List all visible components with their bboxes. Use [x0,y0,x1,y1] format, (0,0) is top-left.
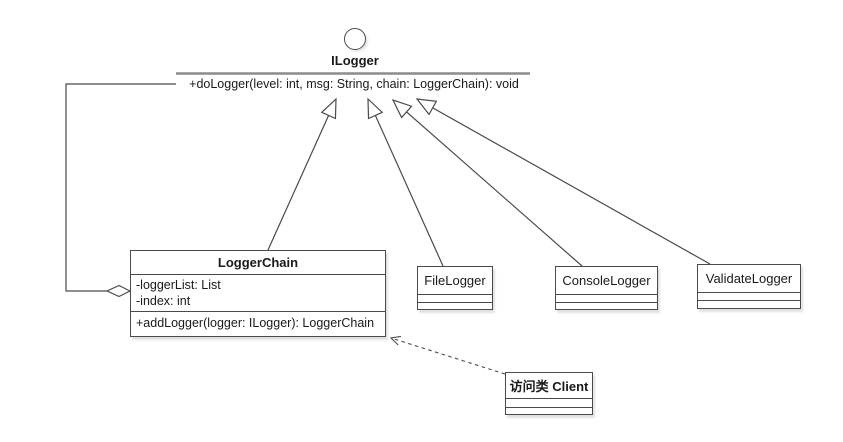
dependency-line-client [389,335,506,375]
class-title-validatelogger: ValidateLogger [705,271,793,286]
aggregation-diamond [105,284,132,298]
class-title-consolelogger: ConsoleLogger [562,273,651,288]
class-title-filelogger: FileLogger [424,273,486,288]
methods-compartment-filelogger [418,302,492,309]
methods-compartment-validatelogger [698,300,800,308]
attributes-compartment-filelogger [418,294,492,302]
class-box-loggerchain: LoggerChain -loggerList: List -index: in… [130,250,386,337]
attributes-compartment-client [506,398,592,407]
class-box-validatelogger: ValidateLogger [697,264,801,309]
attributes-compartment-consolelogger [556,294,657,302]
methods-compartment-client [506,407,592,414]
realization-line-validatelogger [415,98,711,265]
attribute-index: -index: int [136,294,191,308]
attributes-compartment-loggerchain: -loggerList: List -index: int [131,274,385,311]
methods-compartment-loggerchain: +addLogger(logger: ILogger): LoggerChain [131,311,385,336]
ilogger-interface-name: ILogger [331,53,379,68]
class-box-filelogger: FileLogger [417,266,493,310]
aggregation-line [65,83,176,292]
realization-line-consolelogger [391,98,583,267]
realization-line-filelogger [367,97,444,267]
ilogger-interface-circle [344,28,366,50]
attributes-compartment-validatelogger [698,292,800,300]
class-box-consolelogger: ConsoleLogger [555,266,658,310]
class-box-client: 访问类 Client [505,372,593,415]
realization-line-loggerchain [267,97,337,251]
ilogger-operation-signature: +doLogger(level: int, msg: String, chain… [189,77,519,91]
attribute-loggerlist: -loggerList: List [136,278,221,292]
class-title-loggerchain: LoggerChain [217,255,299,270]
method-addlogger: +addLogger(logger: ILogger): LoggerChain [136,316,375,330]
class-title-client: 访问类 Client [509,379,589,394]
methods-compartment-consolelogger [556,302,657,309]
